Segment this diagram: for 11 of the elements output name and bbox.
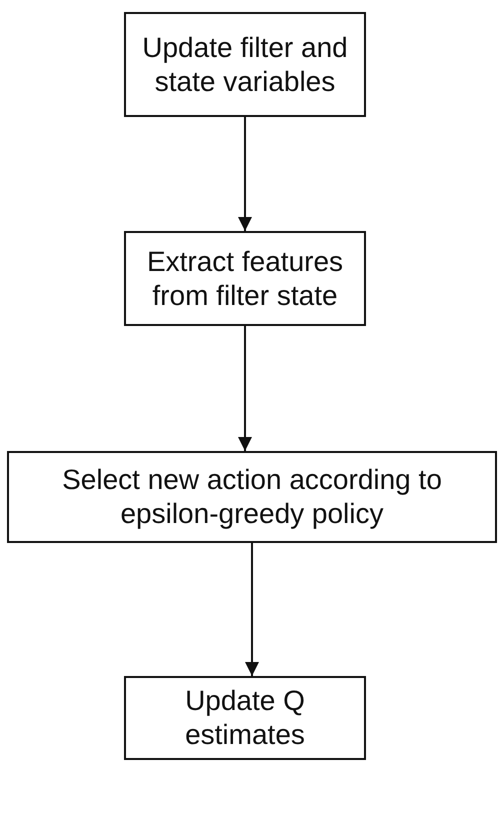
process-box	[124, 231, 366, 326]
arrow	[245, 543, 259, 676]
process-box	[124, 12, 366, 117]
box-label: Select new action according to epsilon-greedy policy	[61, 463, 443, 531]
process-box	[124, 676, 366, 760]
process-box	[7, 451, 497, 543]
box-label: Extract features from filter state	[146, 244, 344, 312]
box-label: Update filter and state variables	[141, 30, 349, 98]
arrow	[238, 117, 252, 231]
box-label: Update Q estimates	[184, 684, 306, 752]
arrow	[238, 326, 252, 451]
